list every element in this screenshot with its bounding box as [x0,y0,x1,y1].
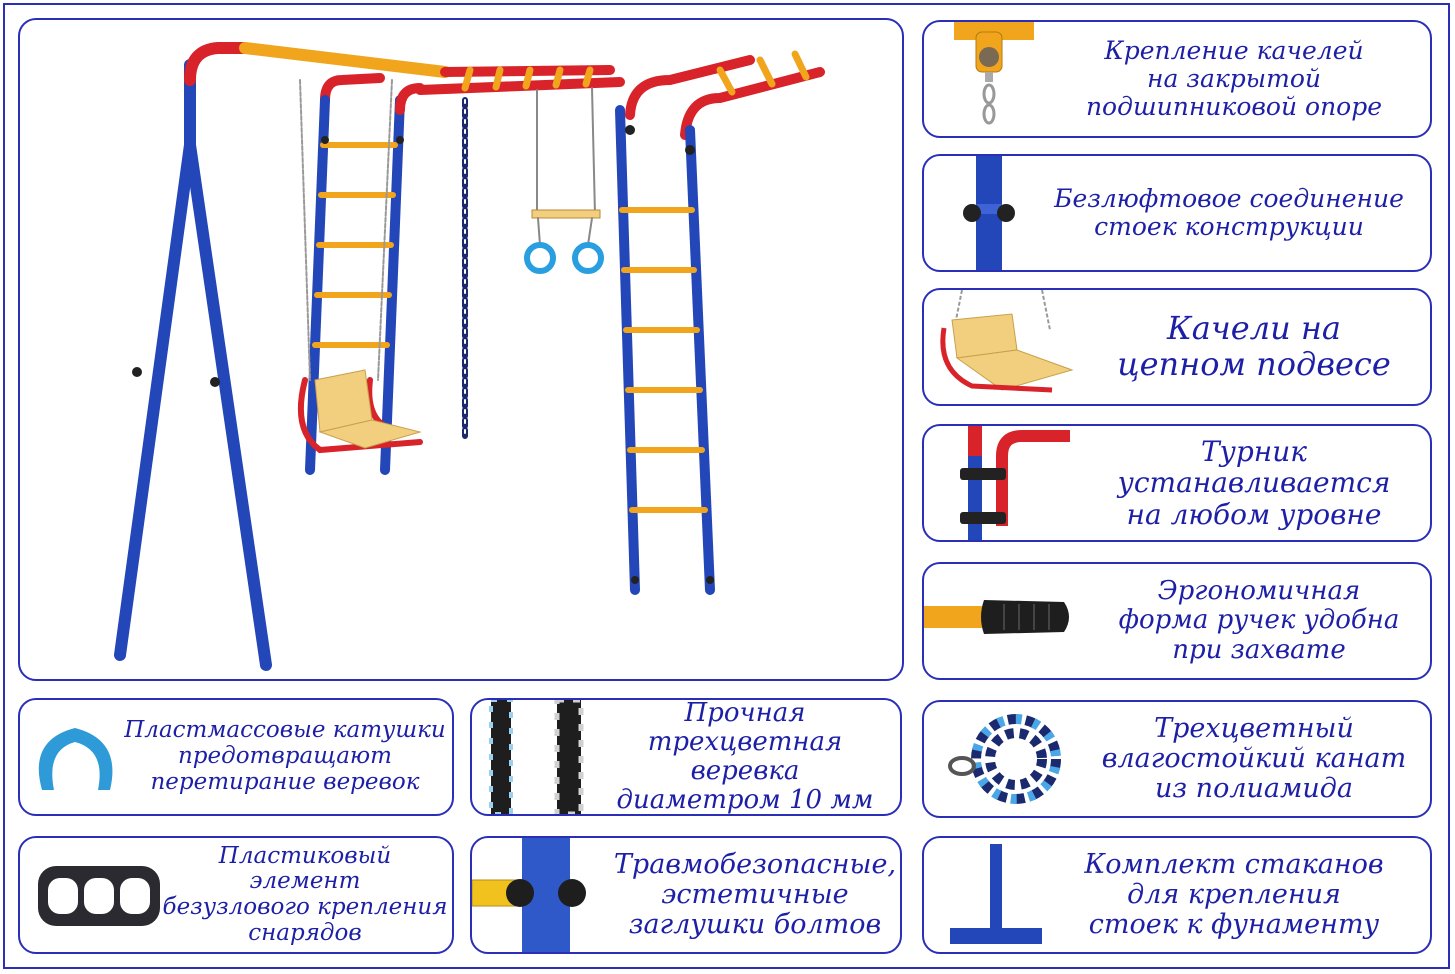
feature-swing-mount-text: Крепление качелей на закрытой подшипнико… [1085,36,1383,121]
outer-frame [3,3,1450,969]
feature-joint: Безлюфтовое соединение стоек конструкции [922,154,1432,272]
chain-swing-icon [940,290,1074,393]
feature-rope-strong-text: Прочная трехцветная веревка диаметром 10… [616,698,874,816]
feature-cups-text: Комплект стаканов для крепления стоек к … [1084,848,1384,941]
feature-cups: Комплект стаканов для крепления стоек к … [922,836,1432,954]
pull-up-bar-icon [960,426,1070,540]
feature-caps: Травмобезопасные, эстетичные заглушки бо… [470,836,902,954]
feature-bobbin: Пластмассовые катушки предотвращают пере… [18,698,454,816]
feature-swing-mount: Крепление качелей на закрытой подшипнико… [922,20,1432,138]
bolt-cap-icon [472,838,586,952]
feature-handle-text: Эргономичная форма ручек удобна при захв… [1118,576,1400,665]
feature-bar-text: Турник устанавливается на любом уровне [1117,434,1391,531]
feature-knotless: Пластиковый элемент безузлового креплени… [18,836,454,954]
feature-caps-text: Травмобезопасные, эстетичные заглушки бо… [613,848,897,941]
playground-complex-icon [114,42,825,671]
feature-rope-thick-text: Трехцветный влагостойкий канат из полиам… [1101,712,1407,805]
feature-handle: Эргономичная форма ручек удобна при захв… [922,562,1432,680]
braided-rope-icon [489,700,584,814]
feature-knotless-text: Пластиковый элемент безузлового креплени… [162,842,448,946]
feature-swing: Качели на цепном подвесе [922,288,1432,406]
grip-handle-icon [924,600,1069,634]
pole-joint-icon [963,156,1015,270]
feature-rope-strong: Прочная трехцветная веревка диаметром 10… [470,698,902,816]
feature-swing-text: Качели на цепном подвесе [1117,309,1391,383]
three-hole-clip-icon [38,866,160,926]
main-image-panel [18,18,904,681]
plastic-bobbin-icon [38,728,113,790]
feature-bar: Турник устанавливается на любом уровне [922,424,1432,542]
bearing-mount-icon [954,22,1034,125]
coiled-rope-icon [948,714,1061,804]
feature-rope-thick: Трехцветный влагостойкий канат из полиам… [922,700,1432,818]
feature-bobbin-text: Пластмассовые катушки предотвращают пере… [124,717,446,795]
ground-cup-icon [950,844,1042,944]
feature-joint-text: Безлюфтовое соединение стоек конструкции [1054,184,1404,241]
